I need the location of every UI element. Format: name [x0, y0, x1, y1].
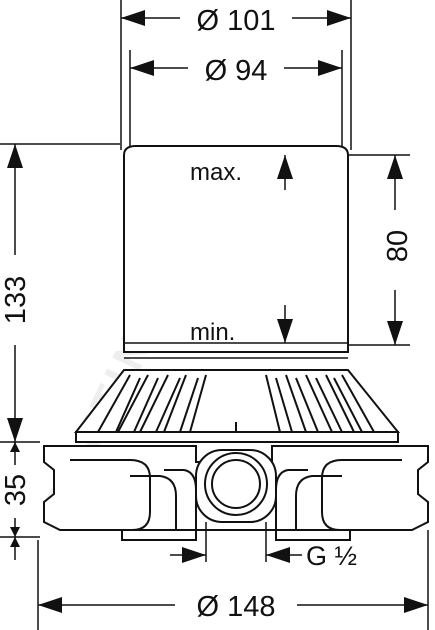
inner-diameter-label: Ø 94: [205, 55, 268, 87]
range-height-label: 80: [382, 230, 414, 262]
dimension-base-width: [37, 530, 429, 630]
max-label: max.: [190, 159, 242, 186]
thread-connector: [195, 449, 277, 562]
height-base-label: 35: [0, 474, 32, 506]
height-total-label: 133: [0, 276, 32, 324]
dimension-height-total: [0, 143, 120, 443]
cylinder-body: [123, 145, 349, 359]
dimension-height-base: [0, 442, 40, 560]
flange-cage: [73, 369, 401, 443]
dimension-outer-diameter: [120, 0, 352, 150]
base-width-label: Ø 148: [197, 591, 276, 623]
thread-label: G ½: [306, 541, 357, 571]
outer-diameter-label: Ø 101: [197, 5, 276, 37]
dimension-inner-diameter: [129, 50, 343, 150]
min-label: min.: [190, 319, 235, 346]
